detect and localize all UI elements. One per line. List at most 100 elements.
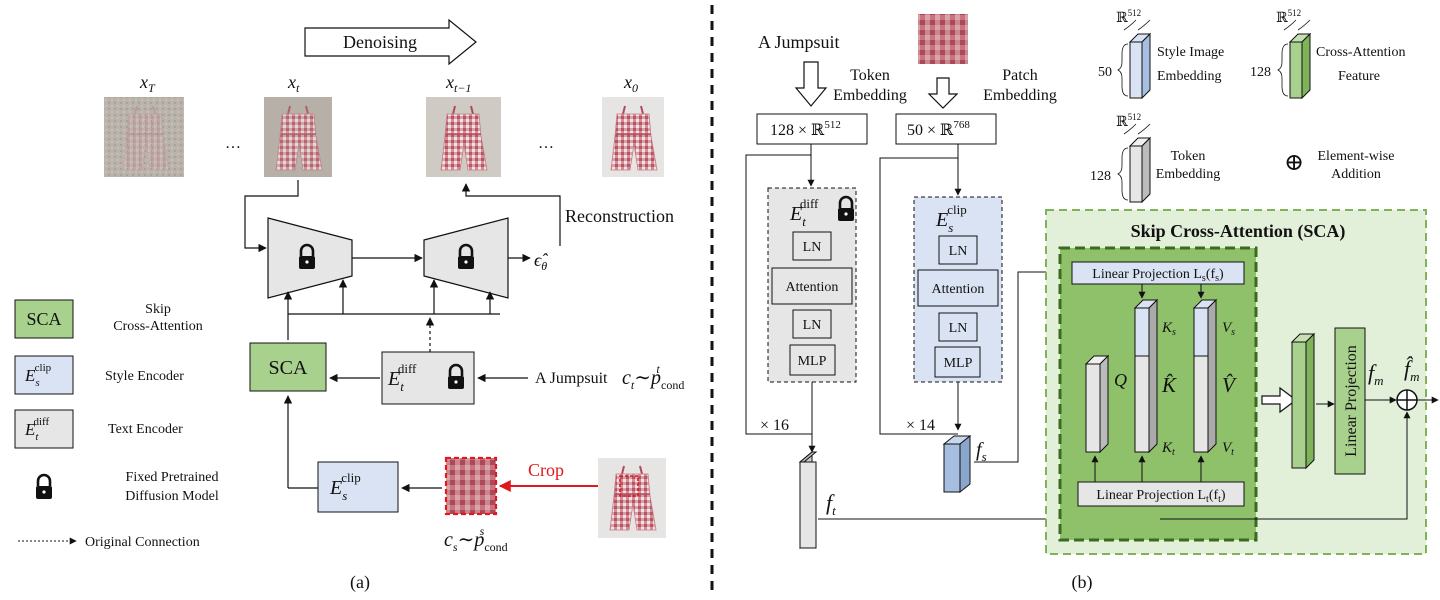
- legend-a: SCA Skip Cross-Attention Esclip Style En…: [14, 299, 219, 550]
- q-label: Q: [1114, 370, 1127, 390]
- style-encoder-box: Esclip: [317, 461, 399, 513]
- svg-text:Addition: Addition: [1331, 167, 1381, 182]
- noisy-image-xT: [104, 97, 184, 177]
- svg-text:Patch: Patch: [1002, 67, 1038, 84]
- ct-condition: ct∼pcondt: [622, 362, 684, 392]
- svg-text:LN: LN: [803, 240, 822, 255]
- svg-text:Esclip: Esclip: [935, 202, 967, 235]
- svg-text:Skip: Skip: [145, 302, 171, 317]
- x0-label: x0: [623, 72, 638, 95]
- linear-projection-box: [1334, 327, 1366, 475]
- svg-text:MLP: MLP: [798, 354, 827, 369]
- repeat-14: × 14: [906, 417, 935, 434]
- svg-text:50: 50: [1098, 65, 1112, 80]
- hollow-arrow: [1261, 386, 1297, 414]
- vt-label: Vt: [1222, 440, 1234, 458]
- text-encoder-stack: Etdiff LN Attention LN MLP: [767, 187, 857, 383]
- eps-theta: ϵ̂θ: [534, 250, 548, 273]
- image-x0: [602, 97, 664, 177]
- fm-label: fm: [1368, 360, 1384, 388]
- ca-feature: [1290, 332, 1316, 470]
- khat-label: K̂: [1161, 373, 1177, 397]
- unet-decoder: [423, 217, 509, 299]
- svg-text:LN: LN: [949, 321, 968, 336]
- svg-text:128: 128: [1090, 169, 1111, 184]
- svg-text:Etdiff: Etdiff: [387, 361, 417, 394]
- svg-text:Token: Token: [1171, 149, 1206, 164]
- svg-text:Embedding: Embedding: [983, 87, 1057, 104]
- text-encoder-box: Etdiff: [381, 351, 475, 405]
- svg-text:Embedding: Embedding: [1157, 69, 1222, 84]
- ellipsis-2: …: [538, 135, 554, 152]
- svg-text:MLP: MLP: [944, 356, 973, 371]
- image-xt1: [426, 97, 501, 177]
- prompt-label-a: A Jumpsuit: [535, 370, 608, 387]
- crop-label: Crop: [528, 460, 564, 480]
- timestep-labels: xT xt xt−1 x0: [139, 72, 638, 95]
- ellipsis-1: …: [225, 135, 241, 152]
- svg-text:LN: LN: [803, 318, 822, 333]
- q-column: [1084, 354, 1110, 454]
- svg-text:Cross-Attention: Cross-Attention: [113, 319, 202, 334]
- xt1-label: xt−1: [445, 72, 471, 95]
- patch-dim: 50 × ℝ768: [907, 119, 970, 139]
- svg-text:⊕: ⊕: [1284, 150, 1304, 176]
- svg-text:Esclip: Esclip: [24, 362, 52, 389]
- token-dim: 128 × ℝ512: [770, 119, 841, 139]
- svg-text:SCA: SCA: [26, 309, 61, 329]
- unet-encoder: [267, 217, 353, 299]
- caption-b: (b): [1072, 572, 1093, 593]
- svg-text:Embedding: Embedding: [833, 87, 907, 104]
- svg-text:Fixed Pretrained: Fixed Pretrained: [126, 470, 219, 485]
- svg-text:Diffusion Model: Diffusion Model: [125, 489, 219, 504]
- svg-text:Embedding: Embedding: [1156, 167, 1221, 182]
- svg-text:Esclip: Esclip: [329, 470, 361, 503]
- xt-label: xt: [287, 72, 300, 95]
- svg-text:Element-wise: Element-wise: [1318, 149, 1395, 164]
- svg-text:Text Encoder: Text Encoder: [108, 422, 183, 437]
- image-x0-bottom: [598, 458, 666, 538]
- ks-label: Ks: [1161, 320, 1176, 338]
- ft-label: ft: [826, 490, 836, 518]
- vhat-label: V̂: [1222, 373, 1237, 397]
- linear-projection-label: Linear Projection: [1343, 345, 1360, 457]
- svg-text:Original Connection: Original Connection: [85, 535, 200, 550]
- lock-icon-legend: [34, 473, 54, 501]
- legend-b: ℝ512 50 Style Image Embedding ℝ512 128 C…: [1090, 8, 1405, 204]
- svg-text:Style Image: Style Image: [1157, 45, 1224, 60]
- caption-a: (a): [350, 572, 370, 593]
- svg-text:128: 128: [1250, 65, 1271, 80]
- cs-condition: cs∼pconds: [444, 524, 508, 554]
- svg-text:ℝ512: ℝ512: [1116, 112, 1141, 130]
- cropped-patch: [444, 456, 498, 516]
- svg-text:ℝ512: ℝ512: [1276, 8, 1301, 26]
- svg-text:Feature: Feature: [1338, 69, 1380, 84]
- svg-text:SCA: SCA: [269, 357, 308, 379]
- denoising-arrow: Denoising: [304, 18, 477, 66]
- svg-text:Etdiff: Etdiff: [789, 196, 819, 229]
- style-patch-b: [918, 14, 968, 64]
- ft-feature: [798, 450, 818, 550]
- fs-label: fs: [976, 439, 987, 464]
- sca-title: Skip Cross-Attention (SCA): [1131, 221, 1346, 242]
- k-column: [1133, 298, 1159, 454]
- fmhat-label: f̂m: [1404, 356, 1420, 384]
- add-symbol: [1396, 389, 1418, 411]
- svg-text:Cross-Attention: Cross-Attention: [1316, 45, 1405, 60]
- repeat-16: × 16: [760, 417, 789, 434]
- svg-text:Attention: Attention: [786, 280, 839, 295]
- svg-text:ℝ512: ℝ512: [1116, 8, 1141, 26]
- fs-feature: [942, 434, 972, 494]
- svg-text:Attention: Attention: [932, 282, 985, 297]
- denoising-label: Denoising: [343, 32, 417, 52]
- condition-lines: [283, 279, 500, 352]
- vs-label: Vs: [1222, 320, 1235, 338]
- reconstruction-label: Reconstruction: [565, 206, 674, 226]
- linear-proj-s: Linear Projection Ls(fs): [1092, 267, 1224, 284]
- image-xt: [264, 97, 332, 177]
- svg-text:Etdiff: Etdiff: [24, 416, 49, 443]
- prompt-label-b: A Jumpsuit: [758, 32, 840, 52]
- linear-proj-t: Linear Projection Lt(ft): [1096, 488, 1226, 505]
